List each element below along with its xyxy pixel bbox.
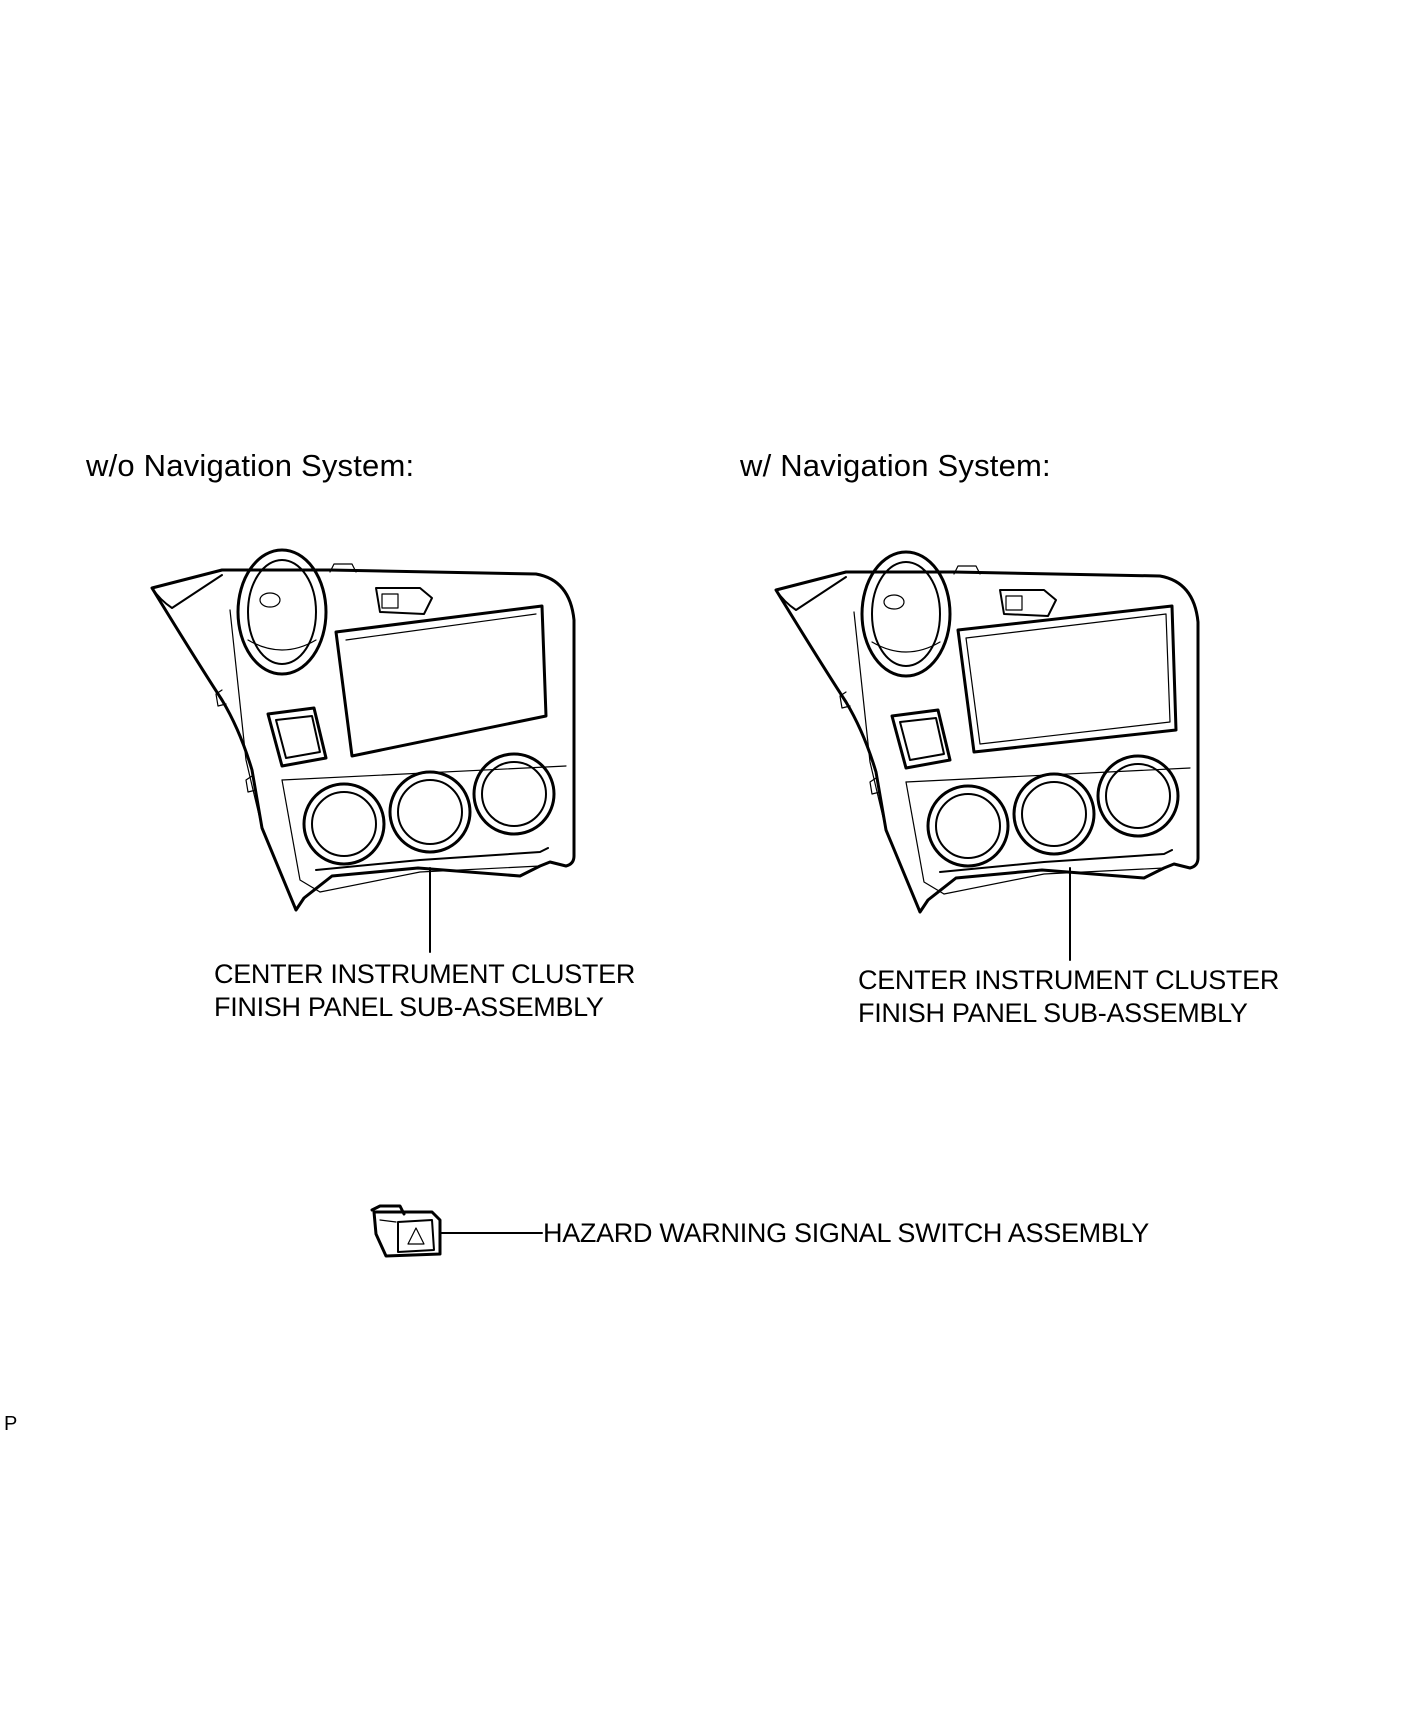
- right-panel-label-line-2: FINISH PANEL SUB-ASSEMBLY: [858, 998, 1248, 1028]
- right-panel-label-line-1: CENTER INSTRUMENT CLUSTER: [858, 965, 1280, 995]
- center-instrument-cluster-panel-icon: [150, 548, 576, 953]
- heading-with-navigation: w/ Navigation System:: [740, 448, 1051, 483]
- center-instrument-cluster-panel-with-navigation-icon: [774, 550, 1200, 961]
- left-panel-label-line-2: FINISH PANEL SUB-ASSEMBLY: [214, 992, 604, 1022]
- hazard-switch-label: HAZARD WARNING SIGNAL SWITCH ASSEMBLY: [543, 1218, 1149, 1248]
- right-panel-label: CENTER INSTRUMENT CLUSTER FINISH PANEL S…: [858, 964, 1279, 1030]
- heading-without-navigation: w/o Navigation System:: [86, 448, 415, 483]
- left-panel-label-line-1: CENTER INSTRUMENT CLUSTER: [214, 959, 636, 989]
- left-panel-label: CENTER INSTRUMENT CLUSTER FINISH PANEL S…: [214, 958, 635, 1024]
- hazard-warning-switch-icon: [370, 1204, 543, 1258]
- corner-mark: P: [4, 1413, 18, 1435]
